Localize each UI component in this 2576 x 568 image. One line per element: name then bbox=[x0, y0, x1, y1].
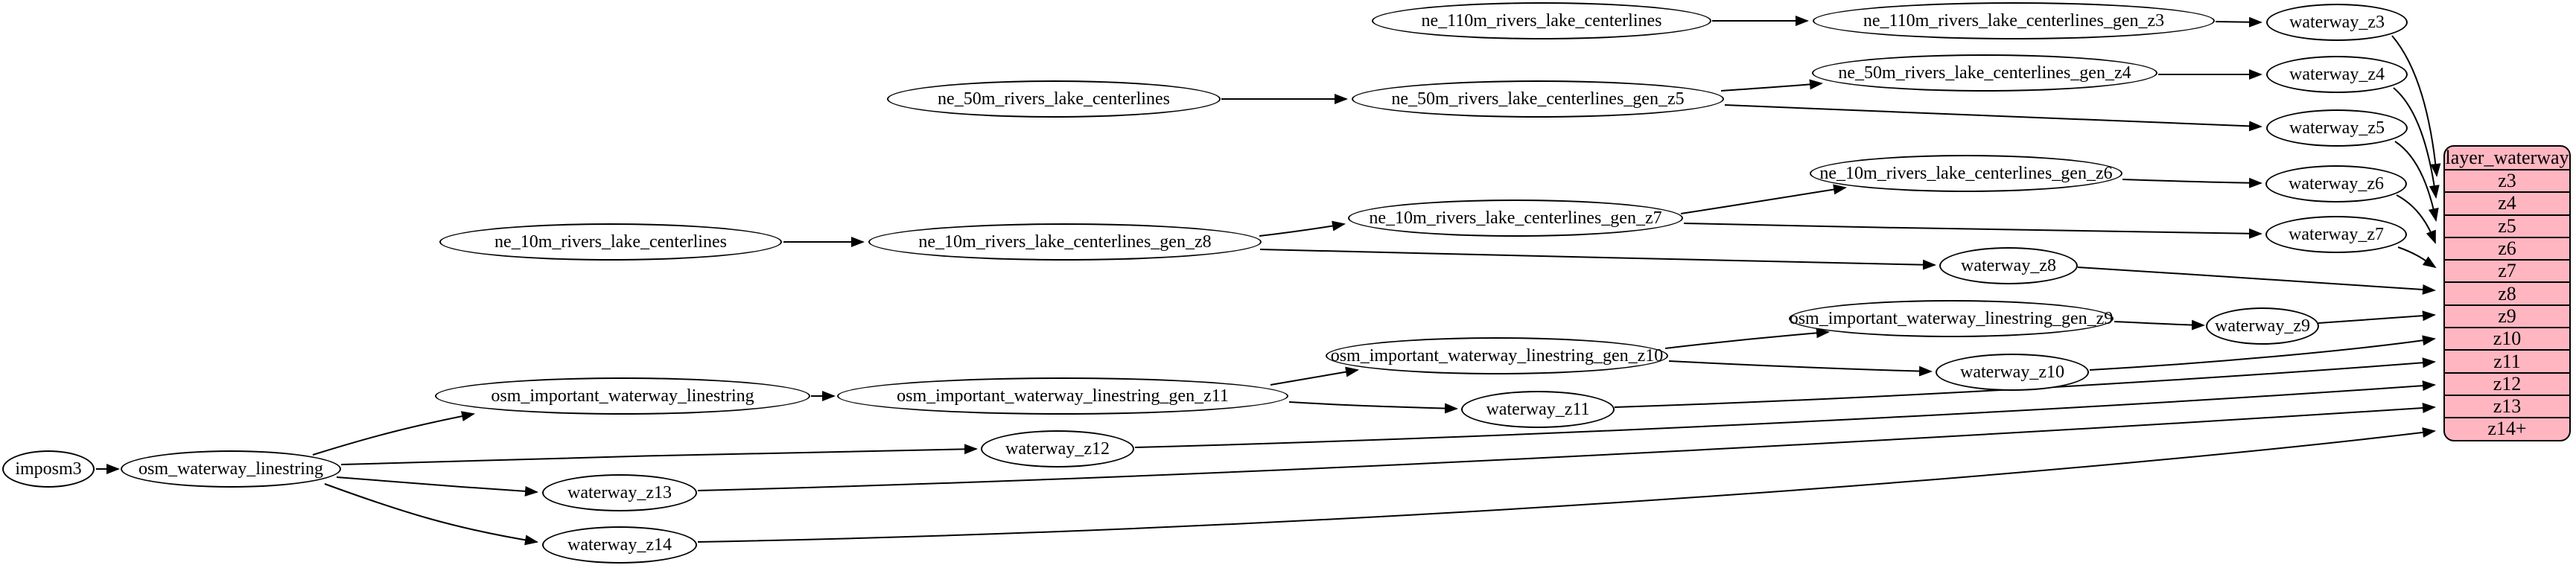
edge-waterway_z9-row_z9 bbox=[2318, 310, 2436, 324]
node-waterway-z5: waterway_z5 bbox=[2266, 109, 2408, 147]
edge-gen_z10-waterway_z10 bbox=[1668, 360, 1933, 377]
node-osm-important-waterway-linestring-gen-z9: osm_important_waterway_linestring_gen_z9 bbox=[1789, 300, 2114, 337]
node-waterway-z3: waterway_z3 bbox=[2266, 4, 2408, 41]
layer-waterway-table: layer_waterway z3 z4 z5 z6 z7 z8 z9 z10 … bbox=[2443, 145, 2571, 441]
node-ne-50m-rivers-lake-centerlines-gen-z4: ne_50m_rivers_lake_centerlines_gen_z4 bbox=[1812, 54, 2157, 92]
edge-waterway_z10-row_z10 bbox=[2089, 335, 2436, 371]
table-row-z14plus: z14+ bbox=[2445, 417, 2569, 439]
edge-waterway_z7-row_z7 bbox=[2397, 246, 2437, 269]
node-osm-waterway-linestring: osm_waterway_linestring bbox=[121, 450, 341, 488]
table-row-z3: z3 bbox=[2445, 169, 2569, 191]
edge-waterway_z14-row_z14plus bbox=[697, 427, 2436, 543]
edge-waterway_z13-row_z13 bbox=[697, 403, 2436, 491]
edge-waterway_z12-row_z12 bbox=[1134, 380, 2436, 448]
node-waterway-z12: waterway_z12 bbox=[981, 430, 1134, 468]
edge-waterway_z6-row_z6 bbox=[2396, 194, 2436, 244]
edge-gen_z7-gen_z6 bbox=[1680, 184, 1847, 214]
node-waterway-z10: waterway_z10 bbox=[1936, 354, 2089, 391]
edge-gen_z8-waterway_z8 bbox=[1259, 249, 1936, 270]
node-ne-10m-rivers-lake-centerlines-gen-z7: ne_10m_rivers_lake_centerlines_gen_z7 bbox=[1348, 200, 1683, 237]
node-imposm3: imposm3 bbox=[2, 450, 95, 488]
table-row-z7: z7 bbox=[2445, 259, 2569, 281]
edge-waterway_z5-row_z5 bbox=[2394, 141, 2439, 222]
table-row-z9: z9 bbox=[2445, 304, 2569, 327]
node-ne-110m-rivers-lake-centerlines: ne_110m_rivers_lake_centerlines bbox=[1372, 2, 1711, 39]
edge-osm_waterway_linestring-osm_important_waterway_linestring bbox=[312, 411, 475, 456]
node-waterway-z13: waterway_z13 bbox=[542, 474, 697, 511]
node-osm-important-waterway-linestring-gen-z11: osm_important_waterway_linestring_gen_z1… bbox=[837, 377, 1288, 415]
node-waterway-z6: waterway_z6 bbox=[2265, 165, 2407, 202]
node-waterway-z4: waterway_z4 bbox=[2266, 56, 2408, 93]
layer-waterway-table-title: layer_waterway bbox=[2445, 147, 2569, 168]
node-waterway-z8: waterway_z8 bbox=[1939, 247, 2078, 284]
table-row-z4: z4 bbox=[2445, 191, 2569, 214]
node-waterway-z9: waterway_z9 bbox=[2206, 307, 2319, 345]
node-ne-10m-rivers-lake-centerlines-gen-z6: ne_10m_rivers_lake_centerlines_gen_z6 bbox=[1810, 155, 2122, 192]
node-osm-important-waterway-linestring-gen-z10: osm_important_waterway_linestring_gen_z1… bbox=[1326, 337, 1668, 374]
node-ne-50m-rivers-lake-centerlines: ne_50m_rivers_lake_centerlines bbox=[887, 80, 1221, 118]
edge-gen_z5-waterway_z5 bbox=[1724, 104, 2262, 132]
table-row-z10: z10 bbox=[2445, 327, 2569, 349]
table-row-z5: z5 bbox=[2445, 214, 2569, 237]
table-row-z12: z12 bbox=[2445, 371, 2569, 395]
edge-gen_z11-waterway_z11 bbox=[1288, 401, 1458, 414]
table-row-z6: z6 bbox=[2445, 236, 2569, 259]
edge-waterway_z3-row_z3 bbox=[2391, 35, 2441, 177]
edge-waterway_z11-row_z11 bbox=[1614, 357, 2436, 408]
edge-osm_waterway_linestring-waterway_z14 bbox=[324, 483, 538, 546]
node-ne-110m-rivers-lake-centerlines-gen-z3: ne_110m_rivers_lake_centerlines_gen_z3 bbox=[1813, 2, 2215, 39]
edge-gen_z9-waterway_z9 bbox=[2114, 319, 2205, 331]
node-ne-10m-rivers-lake-centerlines: ne_10m_rivers_lake_centerlines bbox=[439, 223, 782, 261]
edge-waterway_z4-row_z4 bbox=[2393, 87, 2440, 199]
edge-gen_z5-gen_z4 bbox=[1720, 79, 1823, 92]
edge-osm_waterway_linestring-waterway_z13 bbox=[336, 476, 538, 497]
node-waterway-z7: waterway_z7 bbox=[2265, 216, 2407, 253]
node-osm-important-waterway-linestring: osm_important_waterway_linestring bbox=[435, 377, 810, 415]
edge-osm_waterway_linestring-waterway_z12 bbox=[340, 444, 978, 465]
edge-gen_z8-gen_z7 bbox=[1259, 220, 1346, 237]
table-row-z13: z13 bbox=[2445, 394, 2569, 417]
node-waterway-z14: waterway_z14 bbox=[542, 526, 697, 564]
node-waterway-z11: waterway_z11 bbox=[1461, 391, 1615, 428]
edge-waterway_z8-row_z8 bbox=[2077, 267, 2436, 295]
edge-gen_z10-gen_z9 bbox=[1664, 328, 1830, 349]
node-ne-50m-rivers-lake-centerlines-gen-z5: ne_50m_rivers_lake_centerlines_gen_z5 bbox=[1352, 80, 1724, 118]
edge-gen_z11-gen_z10 bbox=[1270, 366, 1359, 386]
edge-gen_z7-waterway_z7 bbox=[1683, 223, 2262, 239]
table-row-z8: z8 bbox=[2445, 281, 2569, 304]
edge-gen_z6-waterway_z6 bbox=[2122, 177, 2262, 188]
table-row-z11: z11 bbox=[2445, 349, 2569, 372]
node-ne-10m-rivers-lake-centerlines-gen-z8: ne_10m_rivers_lake_centerlines_gen_z8 bbox=[868, 223, 1262, 261]
